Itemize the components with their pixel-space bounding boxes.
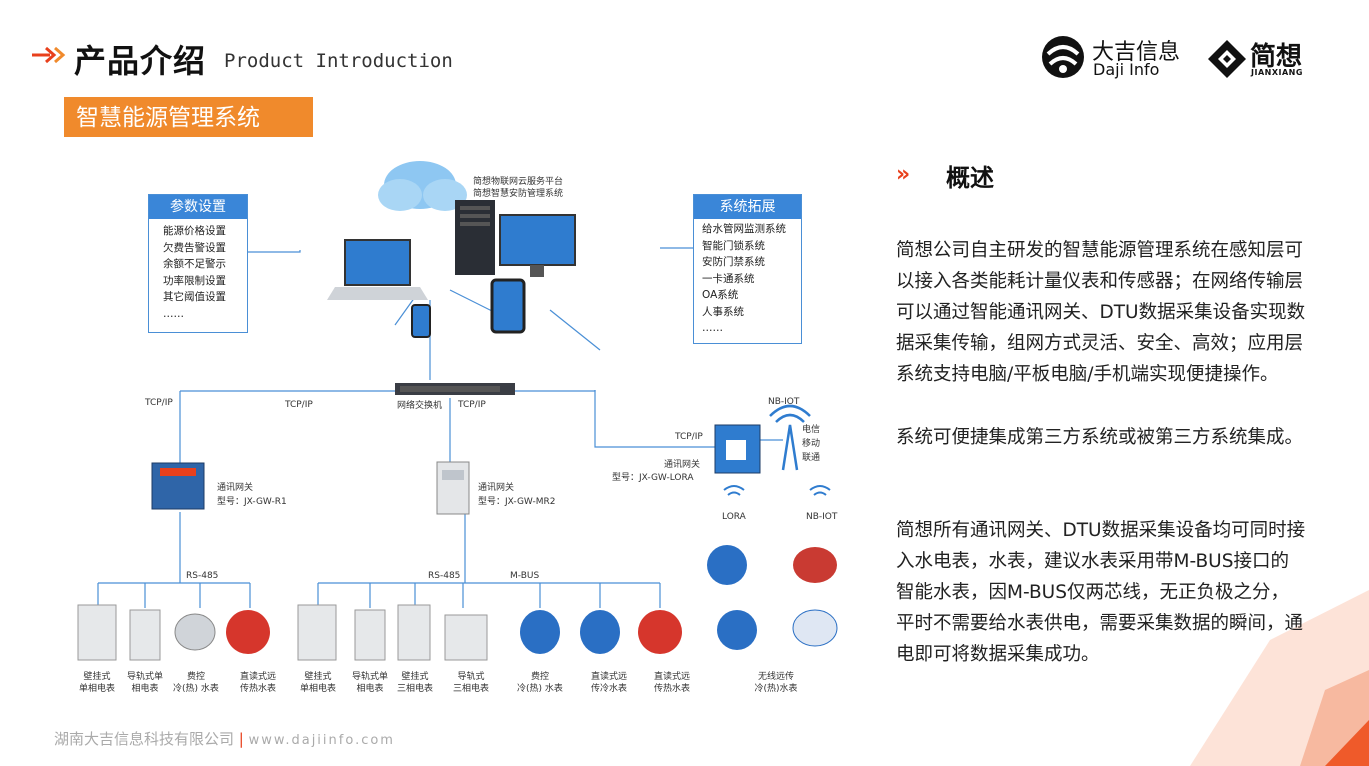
page-subtitle: Product Introduction xyxy=(224,50,453,72)
lora-label: LORA xyxy=(722,512,746,522)
footer-company: 湖南大吉信息科技有限公司 xyxy=(54,730,235,748)
tcpip-label: TCP/IP xyxy=(458,400,486,410)
params-item: 能源价格设置 xyxy=(163,225,226,237)
gateway-name: 通讯网关 xyxy=(664,460,701,470)
params-item: …… xyxy=(163,307,184,320)
signal-tower-icon xyxy=(769,404,811,471)
params-item: 其它阈值设置 xyxy=(163,291,226,303)
meter-icons xyxy=(77,545,838,661)
cloud-caption-2: 简想智慧安防管理系统 xyxy=(473,189,564,199)
gateway-name: 通讯网关 xyxy=(478,483,515,493)
meter-label: 费控冷(热) 水表 xyxy=(173,672,219,694)
monitor-icon xyxy=(499,214,576,277)
meter-label: 直读式远传热水表 xyxy=(653,672,690,694)
cloud-icon xyxy=(378,161,467,211)
tcpip-label: TCP/IP xyxy=(675,432,703,442)
footer: 湖南大吉信息科技有限公司 | www.dajiinfo.com xyxy=(54,728,395,749)
nbiot-label: NB-IOT xyxy=(806,512,838,522)
jianxiang-logo-en: JIANXIANG xyxy=(1251,68,1303,77)
jianxiang-logo-icon xyxy=(1208,40,1246,78)
bus-label: RS-485 xyxy=(428,571,461,581)
gateway-lora-icon xyxy=(714,424,761,474)
telecom-label: 移动 xyxy=(802,439,821,449)
meter-label: 费控冷(热) 水表 xyxy=(517,672,563,694)
meter-label: 壁挂式单相电表 xyxy=(78,672,115,694)
gateway-r1-icon xyxy=(151,462,205,510)
extension-item: 给水管网监测系统 xyxy=(702,223,786,235)
tcpip-label: TCP/IP xyxy=(285,400,313,410)
overview-paragraph-2: 系统可便捷集成第三方系统或被第三方系统集成。 xyxy=(896,427,1304,448)
telecom-label: 联通 xyxy=(802,453,821,463)
gateway-mr2-icon xyxy=(436,461,470,515)
extension-panel: 系统拓展 给水管网监测系统 智能门锁系统 安防门禁系统 一卡通系统 OA系统 人… xyxy=(693,194,802,344)
wireless-meter-label: 无线远传冷(热)水表 xyxy=(754,672,798,694)
footer-separator: | xyxy=(238,730,244,748)
meter-label: 导轨式单相电表 xyxy=(126,672,163,694)
overview-paragraph-1: 简想公司自主研发的智慧能源管理系统在感知层可以接入各类能耗计量仪表和传感器；在网… xyxy=(896,240,1306,385)
wifi-icon-nbiot xyxy=(809,485,831,496)
extension-item: 人事系统 xyxy=(702,305,744,318)
meter-label: 导轨式单相电表 xyxy=(351,672,388,694)
laptop-icon xyxy=(327,239,428,300)
overview-chevron-icon: ›› xyxy=(896,162,910,187)
params-item: 欠费告警设置 xyxy=(163,241,226,254)
server-icon xyxy=(455,200,495,275)
tcpip-label: TCP/IP xyxy=(145,398,173,408)
extension-item: OA系统 xyxy=(702,289,739,301)
section-tag: 智慧能源管理系统 xyxy=(64,97,313,137)
tablet-icon xyxy=(490,278,526,334)
daji-logo-icon xyxy=(1042,36,1084,78)
meter-label: 壁挂式单相电表 xyxy=(299,672,336,694)
extension-item: …… xyxy=(702,322,723,334)
gateway-model: 型号：JX-GW-MR2 xyxy=(478,497,556,507)
meter-label: 壁挂式三相电表 xyxy=(396,672,433,694)
jianxiang-logo-cn: 简想 xyxy=(1250,42,1303,72)
telecom-label: 电信 xyxy=(802,425,821,435)
extension-item: 一卡通系统 xyxy=(702,272,755,285)
params-item: 余额不足警示 xyxy=(163,258,226,270)
extension-item: 安防门禁系统 xyxy=(702,256,765,268)
corner-decoration xyxy=(1190,590,1369,766)
overview-title: 概述 xyxy=(946,164,994,192)
meter-label: 直读式远传热水表 xyxy=(239,672,276,694)
cloud-caption-1: 简想物联网云服务平台 xyxy=(473,177,564,187)
network-switch-icon xyxy=(395,383,515,395)
overview-paragraph-3: 简想所有通讯网关、DTU数据采集设备均可同时接入水电表，水表，建议水表采用带M-… xyxy=(896,520,1306,665)
extension-panel-title: 系统拓展 xyxy=(694,195,801,219)
nbiot-label: NB-IOT xyxy=(768,397,800,407)
params-panel: 参数设置 能源价格设置 欠费告警设置 余额不足警示 功率限制设置 其它阈值设置 … xyxy=(148,194,248,333)
phone-icon xyxy=(411,304,431,338)
params-panel-title: 参数设置 xyxy=(149,195,247,219)
header-arrow-icon xyxy=(32,46,66,64)
system-diagram: 简想物联网云服务平台 简想智慧安防管理系统 参数设置 能源价格设置 欠费告警设置… xyxy=(0,140,870,710)
gateway-name: 通讯网关 xyxy=(217,483,254,493)
extension-item: 智能门锁系统 xyxy=(702,239,765,252)
wifi-icon-lora xyxy=(723,485,745,496)
diagram-lines xyxy=(77,161,838,661)
params-item: 功率限制设置 xyxy=(163,274,226,287)
daji-logo-en: Daji Info xyxy=(1093,60,1160,79)
bus-label: RS-485 xyxy=(186,571,219,581)
page-title: 产品介绍 xyxy=(74,42,207,80)
footer-url[interactable]: www.dajiinfo.com xyxy=(248,733,395,748)
gateway-model: 型号：JX-GW-LORA xyxy=(612,473,694,483)
meter-label: 导轨式三相电表 xyxy=(452,672,489,694)
daji-logo-cn: 大吉信息 xyxy=(1092,40,1181,65)
bus-label: M-BUS xyxy=(510,571,540,581)
gateway-model: 型号：JX-GW-R1 xyxy=(217,497,287,507)
switch-label: 网络交换机 xyxy=(397,401,443,411)
meter-label: 直读式远传冷水表 xyxy=(590,672,627,694)
